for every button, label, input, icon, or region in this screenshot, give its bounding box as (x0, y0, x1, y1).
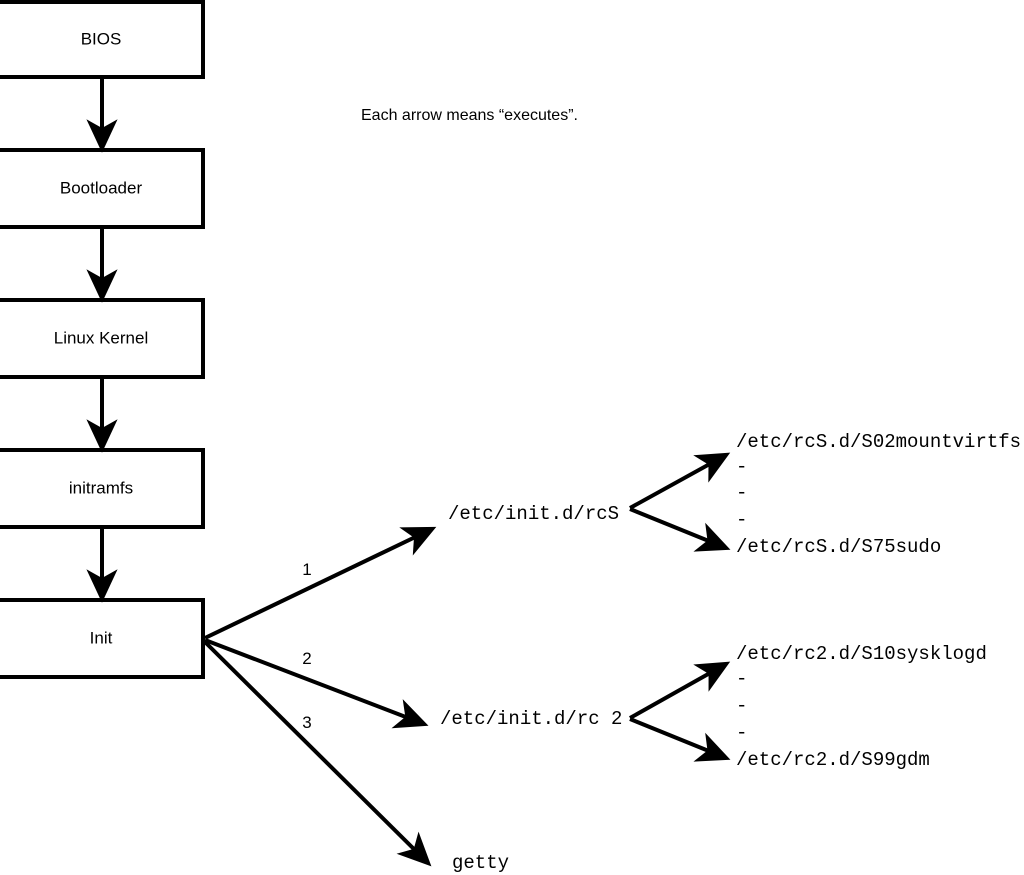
stage-box-bios[interactable]: BIOS (0, 0, 205, 79)
node-rc2-script[interactable]: /etc/init.d/rc 2 (440, 708, 622, 730)
init-fanout-arrows (203, 526, 437, 867)
rcs-ellipsis-dash-1: - (736, 456, 747, 478)
stage-box-bootloader[interactable]: Bootloader (0, 148, 205, 229)
stage-boxes: BIOS Bootloader Linux Kernel initramfs I… (0, 0, 205, 679)
arrow-rcs-to-last (629, 507, 731, 552)
init-fanout-labels: 1 2 3 (302, 560, 311, 732)
node-getty[interactable]: getty (452, 852, 509, 874)
stage-box-bootloader-label: Bootloader (60, 178, 143, 197)
rcs-fanout: /etc/rcS.d/S02mountvirtfs /etc/rcS.d/S75… (629, 431, 1021, 558)
target-rc2-last[interactable]: /etc/rc2.d/S99gdm (736, 749, 930, 771)
arrow-init-to-getty (203, 640, 432, 867)
edge-label-3: 3 (302, 713, 311, 732)
legend-note: Each arrow means “executes”. (361, 107, 578, 124)
rc2-ellipsis-dash-1: - (736, 668, 747, 690)
arrow-init-to-rc2 (204, 638, 429, 729)
edge-label-1: 1 (302, 560, 311, 579)
script-nodes: /etc/init.d/rcS /etc/init.d/rc 2 getty (440, 503, 622, 874)
node-rcs-script[interactable]: /etc/init.d/rcS (448, 503, 619, 525)
rcs-ellipsis-dash-3: - (736, 509, 747, 531)
stage-box-kernel[interactable]: Linux Kernel (0, 298, 205, 379)
stage-box-initramfs-rect (0, 448, 205, 529)
stage-box-initramfs-label: initramfs (69, 478, 133, 497)
stage-box-init[interactable]: Init (0, 598, 205, 679)
target-rcs-first[interactable]: /etc/rcS.d/S02mountvirtfs (736, 431, 1021, 453)
rc2-fanout: /etc/rc2.d/S10sysklogd /etc/rc2.d/S99gdm… (629, 643, 987, 771)
arrow-rcs-to-first (629, 452, 731, 510)
stage-box-init-label: Init (90, 628, 113, 647)
arrow-rc2-to-last (629, 717, 731, 762)
edge-label-2: 2 (302, 649, 311, 668)
arrow-rc2-to-first (629, 661, 731, 720)
stage-box-bios-label: BIOS (81, 29, 122, 48)
target-rc2-first[interactable]: /etc/rc2.d/S10sysklogd (736, 643, 987, 665)
stage-box-bios-rect (0, 0, 205, 79)
stage-box-initramfs[interactable]: initramfs (0, 448, 205, 529)
target-rcs-last[interactable]: /etc/rcS.d/S75sudo (736, 536, 941, 558)
rcs-ellipsis-dash-2: - (736, 482, 747, 504)
stage-box-kernel-label: Linux Kernel (54, 328, 149, 347)
arrow-init-to-rcs (204, 526, 437, 640)
stage-box-bootloader-rect (0, 148, 205, 229)
rc2-ellipsis-dash-2: - (736, 695, 747, 717)
rc2-ellipsis-dash-3: - (736, 722, 747, 744)
